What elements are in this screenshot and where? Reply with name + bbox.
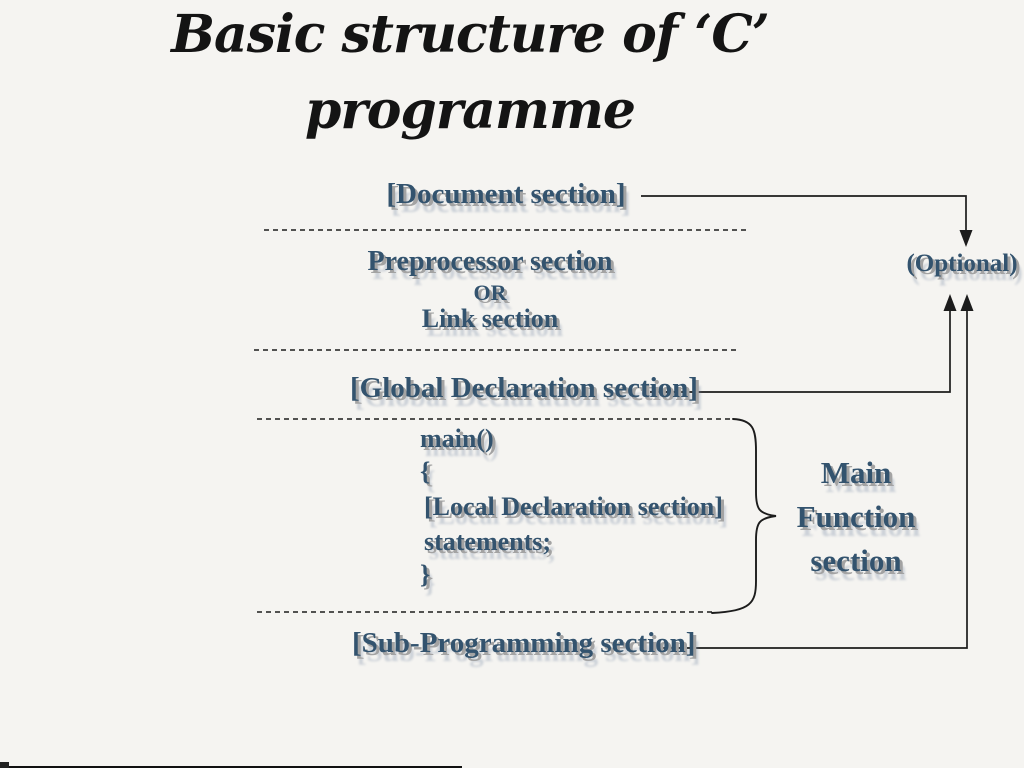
bottom-left-corner-mark — [0, 762, 9, 768]
main-code-line-main: main() — [420, 424, 494, 453]
link-section-label: Link section — [421, 304, 559, 333]
arrowhead-up-optional-right — [960, 294, 974, 311]
global-declaration-section-label: [Global Declaration section] — [350, 372, 698, 404]
main-code-line-close-brace: } — [420, 560, 431, 589]
main-code-line-statements: statements; — [424, 527, 552, 556]
main-function-label-line2: Function — [796, 499, 916, 534]
main-code-line-open-brace: { — [420, 457, 431, 486]
local-declaration-section-label: [Local Declaration section] — [424, 492, 723, 521]
arrowhead-down-optional — [959, 230, 973, 247]
document-section-label: [Document section] — [386, 178, 626, 210]
main-function-label-line1: Main — [820, 455, 892, 490]
main-function-label-line3: section — [810, 543, 902, 578]
preprocessor-section-label: Preprocessor section — [367, 246, 613, 277]
or-label: OR — [473, 280, 507, 305]
arrowhead-up-optional-left — [943, 294, 957, 311]
slide-title-line1: Basic structure of ‘C’ — [171, 4, 770, 65]
slide-title-line2: programme — [304, 80, 636, 141]
sub-programming-section-label: [Sub-Programming section] — [352, 627, 696, 659]
optional-label: (Optional) — [906, 250, 1018, 277]
connector-document-to-optional — [641, 195, 967, 231]
bottom-edge-strip — [0, 766, 462, 768]
